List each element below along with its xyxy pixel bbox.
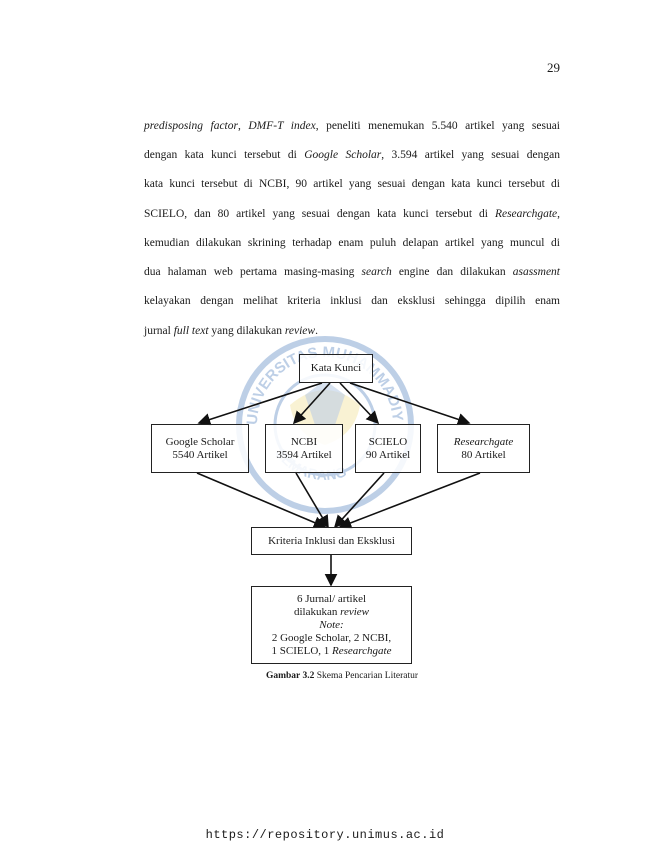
kriteria-label: Kriteria Inklusi dan Eksklusi — [268, 534, 395, 547]
figure-caption: Gambar 3.2 Skema Pencarian Literatur — [144, 671, 540, 681]
text-run: yang dilakukan — [208, 325, 285, 337]
text-run: , — [557, 208, 560, 220]
italic-text: review — [284, 325, 316, 337]
arrow-ncbi-to-kriteria — [295, 472, 329, 529]
arrow-gs-to-kriteria — [196, 472, 327, 529]
arrow-rg-to-kriteria — [338, 472, 481, 529]
ncbi-name: NCBI — [290, 435, 318, 448]
paragraph-line: kelayakan dengan melihat kriteria inklus… — [144, 293, 560, 309]
kata-kunci-label: Kata Kunci — [310, 362, 362, 374]
arrow-to-scielo — [339, 382, 380, 425]
google-scholar-name: Google Scholar — [165, 435, 235, 448]
paragraph-line: kemudian dilakukan skrining terhadap ena… — [144, 235, 560, 251]
result-line-2: dilakukan review — [293, 605, 370, 618]
scielo-box: SCIELO 90 Artikel — [355, 424, 421, 473]
text-run: engine dan dilakukan — [391, 266, 513, 278]
researchgate-name: Researchgate — [453, 435, 514, 448]
arrow-to-google-scholar — [197, 382, 323, 426]
italic-text: DMF-T index — [248, 120, 316, 132]
text-run: kata kunci tersebut di NCBI, 90 artikel … — [144, 178, 560, 190]
paragraph-line: dengan kata kunci tersebut di Google Sch… — [144, 147, 560, 163]
result-box: 6 Jurnal/ artikel dilakukan review Note:… — [251, 586, 412, 664]
arrow-to-researchgate — [349, 382, 471, 426]
result-line-5: 1 SCIELO, 1 Researchgate — [271, 644, 392, 657]
footer-url: https://repository.unimus.ac.id — [205, 828, 445, 842]
text-run: SCIELO, dan 80 artikel yang sesuai denga… — [144, 208, 495, 220]
ncbi-count: 3594 Artikel — [276, 448, 332, 461]
italic-text: search — [361, 266, 392, 278]
paragraph-line: predisposing factor, DMF-T index, peneli… — [144, 118, 560, 134]
text-run: dengan kata kunci tersebut di — [144, 149, 305, 161]
result-line-1: 6 Jurnal/ artikel — [296, 592, 367, 605]
text-run: kemudian dilakukan skrining terhadap ena… — [144, 237, 560, 249]
page-number: 29 — [547, 60, 560, 75]
text-run: kelayakan dengan melihat kriteria inklus… — [144, 295, 560, 307]
ncbi-box: NCBI 3594 Artikel — [265, 424, 343, 473]
google-scholar-box: Google Scholar 5540 Artikel — [151, 424, 249, 473]
italic-text: Google Scholar — [304, 149, 382, 161]
paragraph-line: jurnal full text yang dilakukan review. — [144, 323, 560, 339]
italic-text: Researchgate — [494, 208, 558, 220]
scielo-count: 90 Artikel — [365, 448, 411, 461]
paragraph-line: kata kunci tersebut di NCBI, 90 artikel … — [144, 176, 560, 192]
text-run: . — [315, 325, 318, 337]
researchgate-box: Researchgate 80 Artikel — [437, 424, 530, 473]
italic-text: asassment — [512, 266, 560, 278]
scielo-name: SCIELO — [368, 435, 408, 448]
arrow-to-ncbi — [292, 382, 331, 425]
text-run: , peneliti menemukan 5.540 artikel yang … — [315, 120, 560, 132]
paragraph-line: dua halaman web pertama masing-masing se… — [144, 264, 560, 280]
kata-kunci-box: Kata Kunci — [299, 354, 373, 383]
caption-label: Gambar 3.2 — [265, 671, 315, 681]
text-run: , 3.594 artikel yang sesuai dengan — [381, 149, 560, 161]
kriteria-box: Kriteria Inklusi dan Eksklusi — [251, 527, 412, 555]
paragraph-line: SCIELO, dan 80 artikel yang sesuai denga… — [144, 206, 560, 222]
italic-text: predisposing factor — [144, 120, 238, 132]
result-note: Note: — [319, 618, 344, 631]
text-run: jurnal — [144, 325, 174, 337]
italic-text: full text — [173, 325, 209, 337]
text-run: dua halaman web pertama masing-masing — [144, 266, 362, 278]
caption-text: Skema Pencarian Literatur — [314, 671, 419, 681]
researchgate-count: 80 Artikel — [461, 448, 506, 461]
result-line-4: 2 Google Scholar, 2 NCBI, — [271, 631, 392, 644]
text-run: , — [237, 120, 249, 132]
google-scholar-count: 5540 Artikel — [172, 448, 228, 461]
